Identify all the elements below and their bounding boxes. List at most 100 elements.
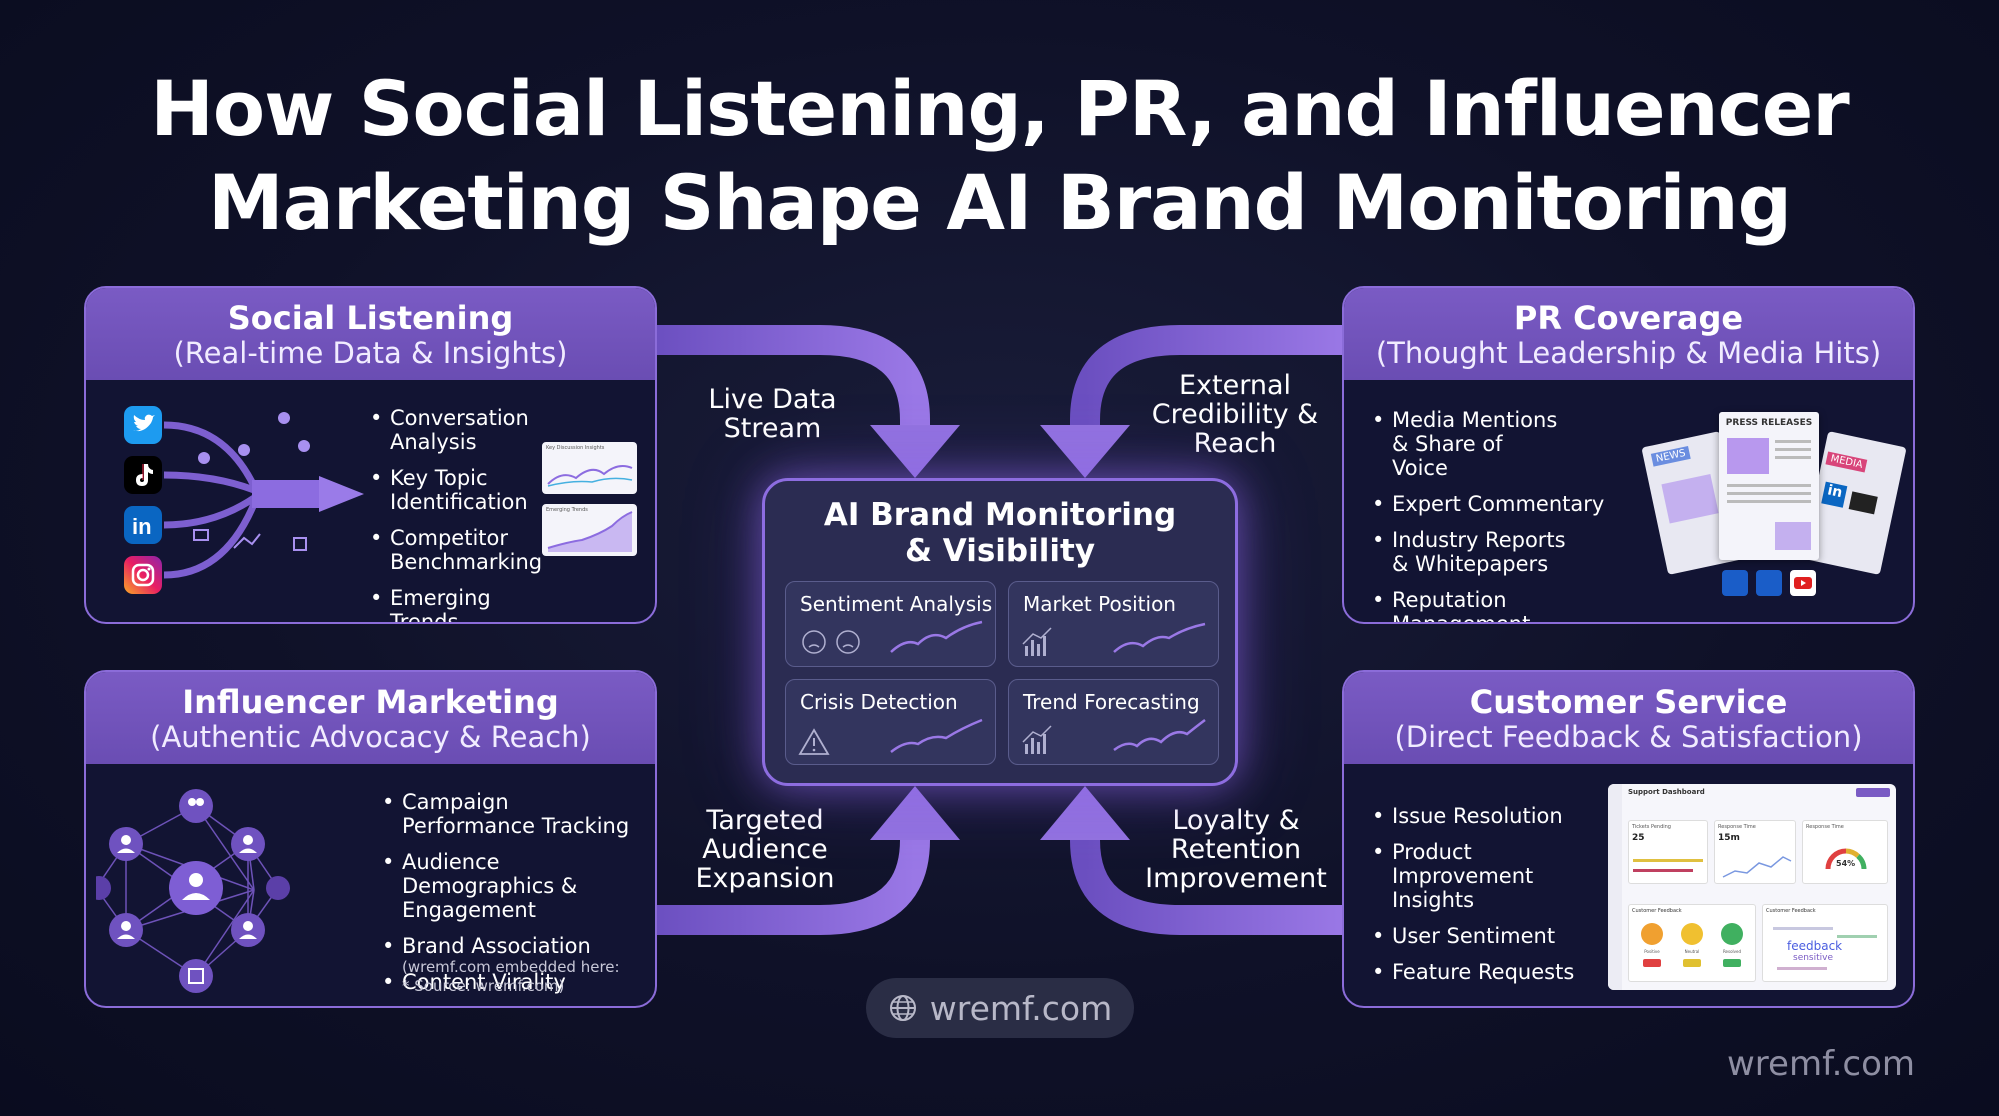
globe-icon (889, 995, 916, 1021)
social-listening-panel: Social Listening (Real-time Data & Insig… (84, 286, 657, 624)
pr-coverage-title: PR Coverage (1513, 299, 1744, 337)
title-line-2: Marketing Shape AI Brand Monitoring (207, 158, 1792, 247)
stat-label: Response Time (1718, 824, 1756, 830)
source-note-line-1: (wremf.com embedded here: (402, 958, 620, 976)
tile-label: Trend Forecasting (1023, 690, 1200, 714)
list-item: Feature Requests (1372, 960, 1604, 984)
happy-face-icon (1641, 923, 1663, 945)
website-pill[interactable]: wremf.com (866, 978, 1134, 1038)
pr-coverage-subtitle: (Thought Leadership & Media Hits) (1375, 336, 1882, 370)
press-release-paper: PRESS RELEASES (1719, 412, 1819, 560)
trend-chart-icon (1022, 719, 1206, 754)
mini-chart-label: Key Discussion Insights (546, 445, 605, 451)
ai-brand-monitoring-hub: AI Brand Monitoring & Visibility Sentime… (762, 478, 1238, 786)
list-item: User Sentiment (1372, 924, 1604, 948)
stat-label: Response Time (1806, 824, 1844, 830)
mini-chart-label: Emerging Trends (546, 507, 588, 513)
logo-icon (1722, 570, 1748, 596)
dashboard-card: Response Time 54% (1802, 820, 1888, 884)
arrow-bottom-left (655, 830, 930, 935)
tile-label: Sentiment Analysis (800, 592, 993, 616)
arrowhead-bottom-right (1040, 786, 1130, 840)
feedback-card: Customer Feedback Positive Neutral Resol… (1628, 904, 1756, 982)
flow-label-audience: Targeted Audience Expansion (695, 805, 835, 894)
social-listening-title: Social Listening (227, 299, 514, 337)
list-item: Content Virality (382, 970, 642, 994)
arrowhead-top-right (1040, 425, 1130, 478)
face-label: Positive (1644, 949, 1660, 954)
source-note-line-2: * Source: wremf.com) (402, 977, 565, 995)
gauge-value: 54% (1836, 859, 1856, 868)
key-topic-mini-chart: Key Discussion Insights (542, 442, 637, 494)
feedback-card-title: Customer Feedback (1766, 908, 1816, 914)
data-funnel-icon (164, 412, 364, 579)
support-dashboard: Support Dashboard Tickets Pending 25 Res… (1608, 784, 1896, 990)
hub-title: AI Brand Monitoring & Visibility (765, 497, 1235, 569)
list-item: Competitor Benchmarking (370, 526, 550, 574)
face-label: Resolved (1722, 949, 1742, 954)
list-item: Product Improvement Insights (1372, 840, 1604, 912)
stat-label: Tickets Pending (1632, 824, 1671, 830)
word-cloud-word: sensitive (1793, 953, 1834, 963)
linkedin-icon: in (124, 506, 162, 544)
twitter-icon (124, 406, 162, 444)
page-title: How Social Listening, PR, and Influencer… (0, 62, 1999, 250)
news-label: NEWS (1650, 445, 1691, 467)
social-listening-subtitle: (Real-time Data & Insights) (173, 336, 568, 370)
pr-coverage-bullets: Media Mentions & Share of Voice Expert C… (1372, 408, 1632, 622)
influencer-marketing-subtitle: (Authentic Advocacy & Reach) (150, 720, 591, 754)
sentiment-faces-icon (802, 620, 983, 654)
dashboard-card: Tickets Pending 25 (1628, 820, 1708, 884)
neutral-face-icon (1681, 923, 1703, 945)
list-item: Key Topic Identification (370, 466, 550, 514)
influencer-marketing-header: Influencer Marketing (Authentic Advocacy… (86, 672, 655, 764)
list-item: Audience Demographics & Engagement (382, 850, 642, 922)
emerging-trends-mini-chart: Emerging Trends (542, 504, 637, 556)
media-label: MEDIA (1825, 451, 1868, 473)
website-pill-label: wremf.com (929, 988, 1113, 1028)
stat-value: 25 (1632, 833, 1645, 843)
tiktok-icon (124, 456, 162, 494)
list-item: Media Mentions & Share of Voice (1372, 408, 1562, 480)
flow-label-live-data: Live Data Stream (708, 384, 837, 444)
svg-text:in: in (132, 514, 152, 539)
hub-title-line-1: AI Brand Monitoring (823, 497, 1177, 533)
hub-title-line-2: & Visibility (904, 533, 1096, 569)
customer-service-title: Customer Service (1469, 683, 1788, 721)
social-listening-header: Social Listening (Real-time Data & Insig… (86, 288, 655, 380)
flow-label-credibility: External Credibility & Reach (1151, 370, 1319, 459)
arrow-top-left (655, 325, 930, 430)
pr-coverage-header: PR Coverage (Thought Leadership & Media … (1344, 288, 1913, 380)
feedback-card: Customer Feedback feedback sensitive (1762, 904, 1888, 982)
press-release-label: PRESS RELEASES (1725, 418, 1813, 428)
list-item: Emerging Trends (370, 586, 550, 622)
arrowhead-bottom-left (870, 786, 960, 840)
tile-label: Crisis Detection (800, 690, 958, 714)
list-item: Campaign Performance Tracking (382, 790, 632, 838)
dashboard-title: Support Dashboard (1628, 788, 1705, 796)
list-item: Industry Reports & Whitepapers (1372, 528, 1582, 576)
instagram-icon (124, 556, 162, 594)
list-item: Reputation Management (1372, 588, 1632, 622)
word-cloud-word: feedback (1787, 939, 1843, 953)
smile-face-icon (1721, 923, 1743, 945)
tile-sentiment-analysis: Sentiment Analysis (785, 581, 996, 667)
logo-icon (1756, 570, 1782, 596)
face-label: Neutral (1684, 949, 1700, 954)
corner-watermark: wremf.com (1727, 1044, 1915, 1084)
list-item: Expert Commentary (1372, 492, 1632, 516)
arrow-top-right (1070, 325, 1344, 430)
tile-market-position: Market Position (1008, 581, 1219, 667)
stat-value: 15m (1718, 833, 1740, 843)
tile-label: Market Position (1023, 592, 1176, 616)
arrowhead-top-left (870, 425, 960, 478)
source-note: (wremf.com embedded here: * Source: wrem… (382, 958, 620, 996)
media-logos (1722, 570, 1822, 596)
influencer-marketing-panel: Influencer Marketing (Authentic Advocacy… (84, 670, 657, 1008)
title-line-1: How Social Listening, PR, and Influencer (150, 64, 1849, 153)
influencer-marketing-title: Influencer Marketing (182, 683, 559, 721)
customer-service-subtitle: (Direct Feedback & Satisfaction) (1394, 720, 1863, 754)
customer-service-bullets: Issue Resolution Product Improvement Ins… (1372, 804, 1604, 996)
feedback-card-title: Customer Feedback (1632, 908, 1682, 914)
